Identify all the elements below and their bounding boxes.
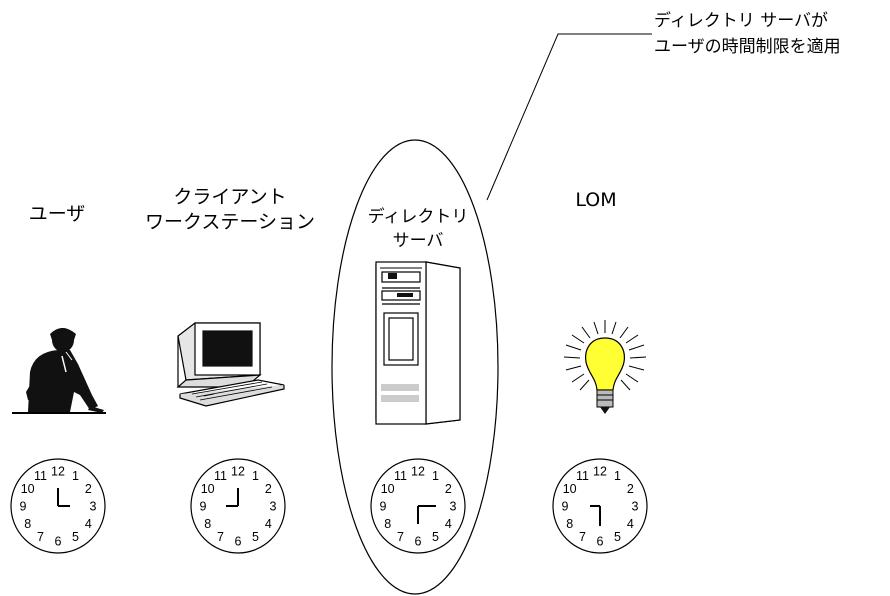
clock-number: 5 [252, 530, 259, 544]
label-workstation: クライアント ワークステーション [144, 186, 316, 233]
clock-number: 12 [231, 465, 245, 479]
clock-number: 7 [217, 530, 224, 544]
callout-text: ディレクトリ サーバが ユーザの時間制限を適用 [654, 8, 841, 60]
clock-number: 11 [394, 469, 407, 483]
clock-number: 8 [204, 517, 211, 531]
label-lom: LOM [575, 189, 617, 211]
clock-number: 5 [614, 530, 621, 544]
clock-number: 2 [627, 482, 634, 496]
clock-number: 4 [265, 517, 272, 531]
clock-number: 8 [566, 517, 573, 531]
clock-number: 7 [397, 530, 404, 544]
clock-number: 10 [21, 482, 35, 496]
clock-number: 4 [627, 517, 634, 531]
clock-number: 7 [579, 530, 586, 544]
label-directory-server: ディレクトリ サーバ [367, 207, 469, 251]
clock-number: 9 [380, 500, 387, 514]
clock-number: 4 [445, 517, 452, 531]
clock-number: 10 [563, 482, 577, 496]
clock-number: 6 [415, 535, 422, 549]
clock-number: 10 [201, 482, 215, 496]
server-icon [375, 261, 461, 425]
clock-number: 12 [51, 465, 65, 479]
clock-number: 1 [252, 469, 259, 483]
clock-number: 1 [72, 469, 79, 483]
label-user: ユーザ [28, 203, 86, 225]
lightbulb-icon [563, 320, 647, 414]
computer-icon [176, 322, 285, 407]
clock-number: 11 [214, 469, 227, 483]
clock-number: 4 [85, 517, 92, 531]
clock-number: 3 [270, 500, 277, 514]
clock-number: 1 [432, 469, 439, 483]
clock-number: 3 [90, 500, 97, 514]
callout-line-2: ユーザの時間制限を適用 [654, 37, 841, 57]
clock-number: 6 [55, 535, 62, 549]
clock-number: 5 [432, 530, 439, 544]
clock-number: 2 [85, 482, 92, 496]
server-highlight-ellipse [331, 139, 499, 595]
clock-number: 2 [265, 482, 272, 496]
clock-number: 12 [411, 465, 425, 479]
clock-number: 9 [562, 500, 569, 514]
clock-number: 8 [384, 517, 391, 531]
clock-number: 8 [24, 517, 31, 531]
clock-number: 7 [37, 530, 44, 544]
clock-number: 9 [20, 500, 27, 514]
clock-number: 3 [450, 500, 457, 514]
clock-number: 10 [381, 482, 395, 496]
clock-number: 6 [235, 535, 242, 549]
callout-line-1: ディレクトリ サーバが [654, 11, 829, 31]
clock-number: 9 [200, 500, 207, 514]
callout-leader-line [486, 33, 652, 201]
clock-number: 5 [72, 530, 79, 544]
clock-number: 11 [34, 469, 47, 483]
clock-number: 2 [445, 482, 452, 496]
clock-number: 12 [593, 465, 607, 479]
clock-number: 6 [597, 535, 604, 549]
clock-number: 1 [614, 469, 621, 483]
clock-number: 11 [576, 469, 589, 483]
clock-number: 3 [632, 500, 639, 514]
person-icon [12, 328, 106, 414]
